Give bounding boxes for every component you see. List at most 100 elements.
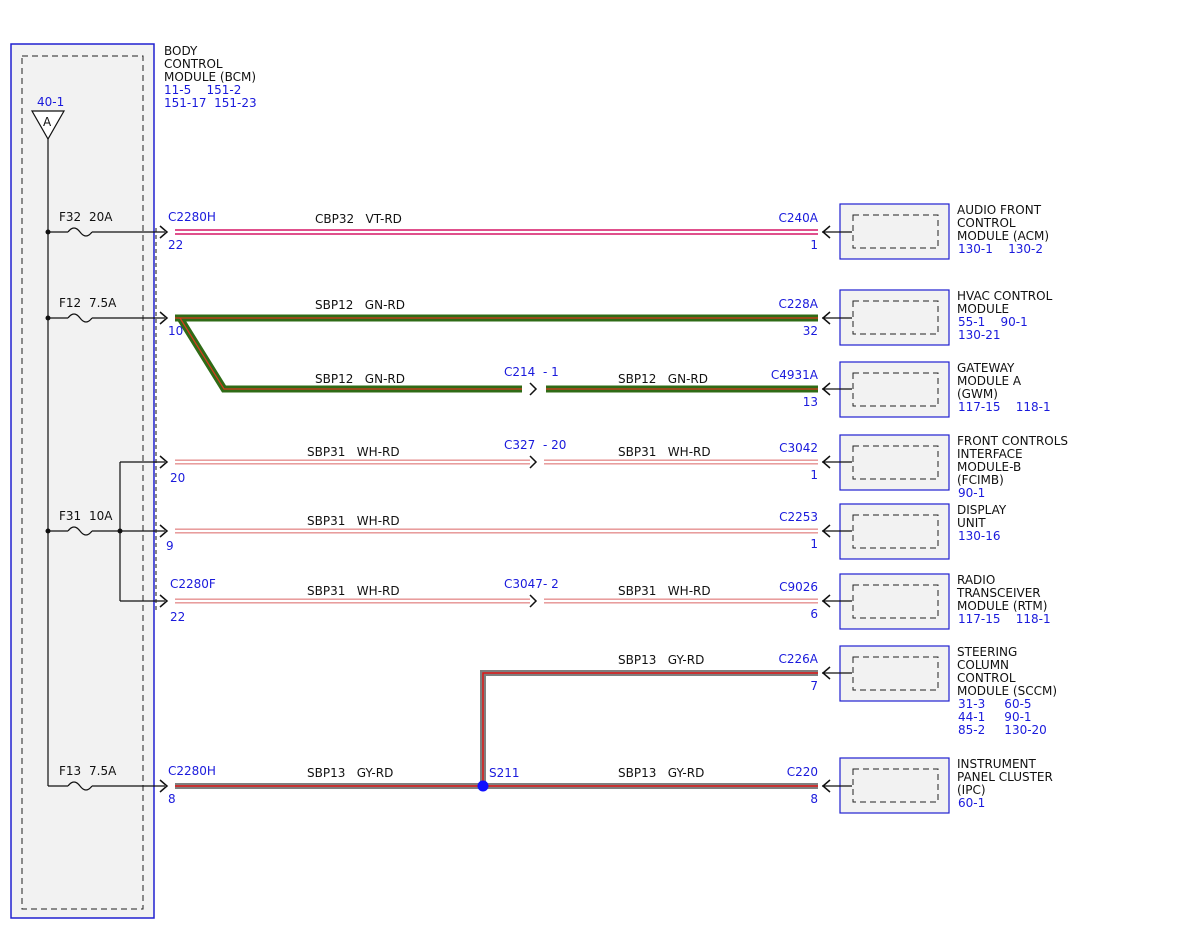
module-name-line: UNIT [957, 516, 986, 530]
module-name-line: GATEWAY [957, 361, 1015, 375]
fuse-f12-label: F12 [59, 296, 81, 310]
module-connector-arrow [821, 779, 831, 793]
module-name-line: CONTROL [957, 671, 1016, 685]
module-box [839, 573, 950, 630]
fuse-f13-rating: 7.5A [89, 764, 117, 778]
wire-label-sbp13-b: SBP13 GY-RD [307, 766, 393, 780]
bcm-refs-line-2: 151-17 151-23 [164, 96, 257, 110]
wire-label-sbp12-c: SBP12 GN-RD [618, 372, 708, 386]
module-connector-arrow [821, 666, 831, 680]
wire-label-sbp31-a: SBP31 WH-RD [307, 445, 400, 459]
module-connector-arrow [821, 524, 831, 538]
module-name-line: MODULE-B [957, 460, 1021, 474]
wire-label-sbp31-d: SBP31 WH-RD [307, 584, 400, 598]
inline-conn-c3047: C3047 [504, 577, 543, 591]
module-refs: 85-2 130-20 [958, 723, 1047, 737]
module-connector-id: C240A [779, 211, 819, 225]
module-refs: 130-16 [958, 529, 1001, 543]
bcm-pin-22-top: 22 [168, 238, 183, 252]
wire-label-sbp13-a: SBP13 GY-RD [618, 653, 704, 667]
splice-label: S211 [489, 766, 520, 780]
module-inner-outline [852, 514, 939, 549]
bcm-refs-line-1: 11-5 151-2 [164, 83, 241, 97]
power-source-label: A [43, 115, 52, 129]
inline-arrow-c214 [529, 382, 538, 396]
bcm-connector-arrows [159, 225, 169, 793]
fuse-f32-rating: 20A [89, 210, 113, 224]
module-refs: 90-1 [958, 486, 985, 500]
bcm-conn-c2280h-bottom: C2280H [168, 764, 216, 778]
bcm-pin-9: 9 [166, 539, 174, 553]
wire-label-sbp31-c: SBP31 WH-RD [307, 514, 400, 528]
bcm-pin-20: 20 [170, 471, 185, 485]
wire-label-sbp12-a: SBP12 GN-RD [315, 298, 405, 312]
wire-sbp31-wh-rd [175, 459, 818, 604]
module-inner-outline [852, 768, 939, 803]
module-box [839, 203, 950, 260]
module-box [839, 757, 950, 814]
bcm-dashed-outline [21, 55, 144, 910]
module-connector-arrow [821, 455, 831, 469]
module-connector-arrow [821, 382, 831, 396]
bcm-conn-c2280h-top: C2280H [168, 210, 216, 224]
module-refs: 117-15 118-1 [958, 400, 1051, 414]
module-refs: 44-1 90-1 [958, 710, 1032, 724]
module-box [839, 645, 950, 702]
module-name-line: COLUMN [957, 658, 1009, 672]
wire-label-cbp32: CBP32 VT-RD [315, 212, 402, 226]
splice-s211 [477, 780, 489, 792]
module-box [839, 361, 950, 418]
module-connector-id: C220 [787, 765, 818, 779]
fuse-f31-label: F31 [59, 509, 81, 523]
bcm-box [10, 43, 155, 919]
module-name-line: (GWM) [957, 387, 998, 401]
bcm-pin-10: 10 [168, 324, 183, 338]
inline-arrow-c327 [529, 455, 538, 469]
fuse-f12-rating: 7.5A [89, 296, 117, 310]
fuse-f13-label: F13 [59, 764, 81, 778]
module-name-line: DISPLAY [957, 503, 1007, 517]
module-refs: 31-3 60-5 [958, 697, 1032, 711]
inline-pin-c214: - 1 [543, 365, 559, 379]
module-pin: 1 [810, 238, 818, 252]
wire-label-sbp13-c: SBP13 GY-RD [618, 766, 704, 780]
module-name-line: INTERFACE [957, 447, 1023, 461]
inline-conn-c214: C214 [504, 365, 535, 379]
fuse-f12: F12 7.5A [45, 296, 165, 323]
module-inner-outline [852, 445, 939, 480]
fuse-f32-label: F32 [59, 210, 81, 224]
bcm-pin-22-f: 22 [170, 610, 185, 624]
fuse-f31-rating: 10A [89, 509, 113, 523]
wire-sbp13-gy-rd [175, 670, 818, 789]
bcm-ref-top: 40-1 [37, 95, 64, 109]
module-pin: 8 [810, 792, 818, 806]
module-connector-id: C4931A [771, 368, 819, 382]
module-connector-id: C226A [779, 652, 819, 666]
module-name-line: PANEL CLUSTER [957, 770, 1053, 784]
module-name-line: MODULE A [957, 374, 1022, 388]
module-name-line: CONTROL [957, 216, 1016, 230]
wire-label-sbp31-e: SBP31 WH-RD [618, 584, 711, 598]
bcm-name-line-1: BODY [164, 44, 198, 58]
power-source-triangle [30, 110, 66, 141]
inline-arrow-c3047 [529, 594, 538, 608]
module-name-line: STEERING [957, 645, 1017, 659]
module-pin: 6 [810, 607, 818, 621]
module-name-line: RADIO [957, 573, 995, 587]
module-pin: 32 [803, 324, 818, 338]
module-refs: 60-1 [958, 796, 985, 810]
module-inner-outline [852, 584, 939, 619]
wire-label-sbp12-b: SBP12 GN-RD [315, 372, 405, 386]
module-pin: 7 [810, 679, 818, 693]
bcm-conn-c2280f: C2280F [170, 577, 216, 591]
module-connector-id: C3042 [779, 441, 818, 455]
module-inner-outline [852, 372, 939, 407]
module-connector-id: C9026 [779, 580, 818, 594]
